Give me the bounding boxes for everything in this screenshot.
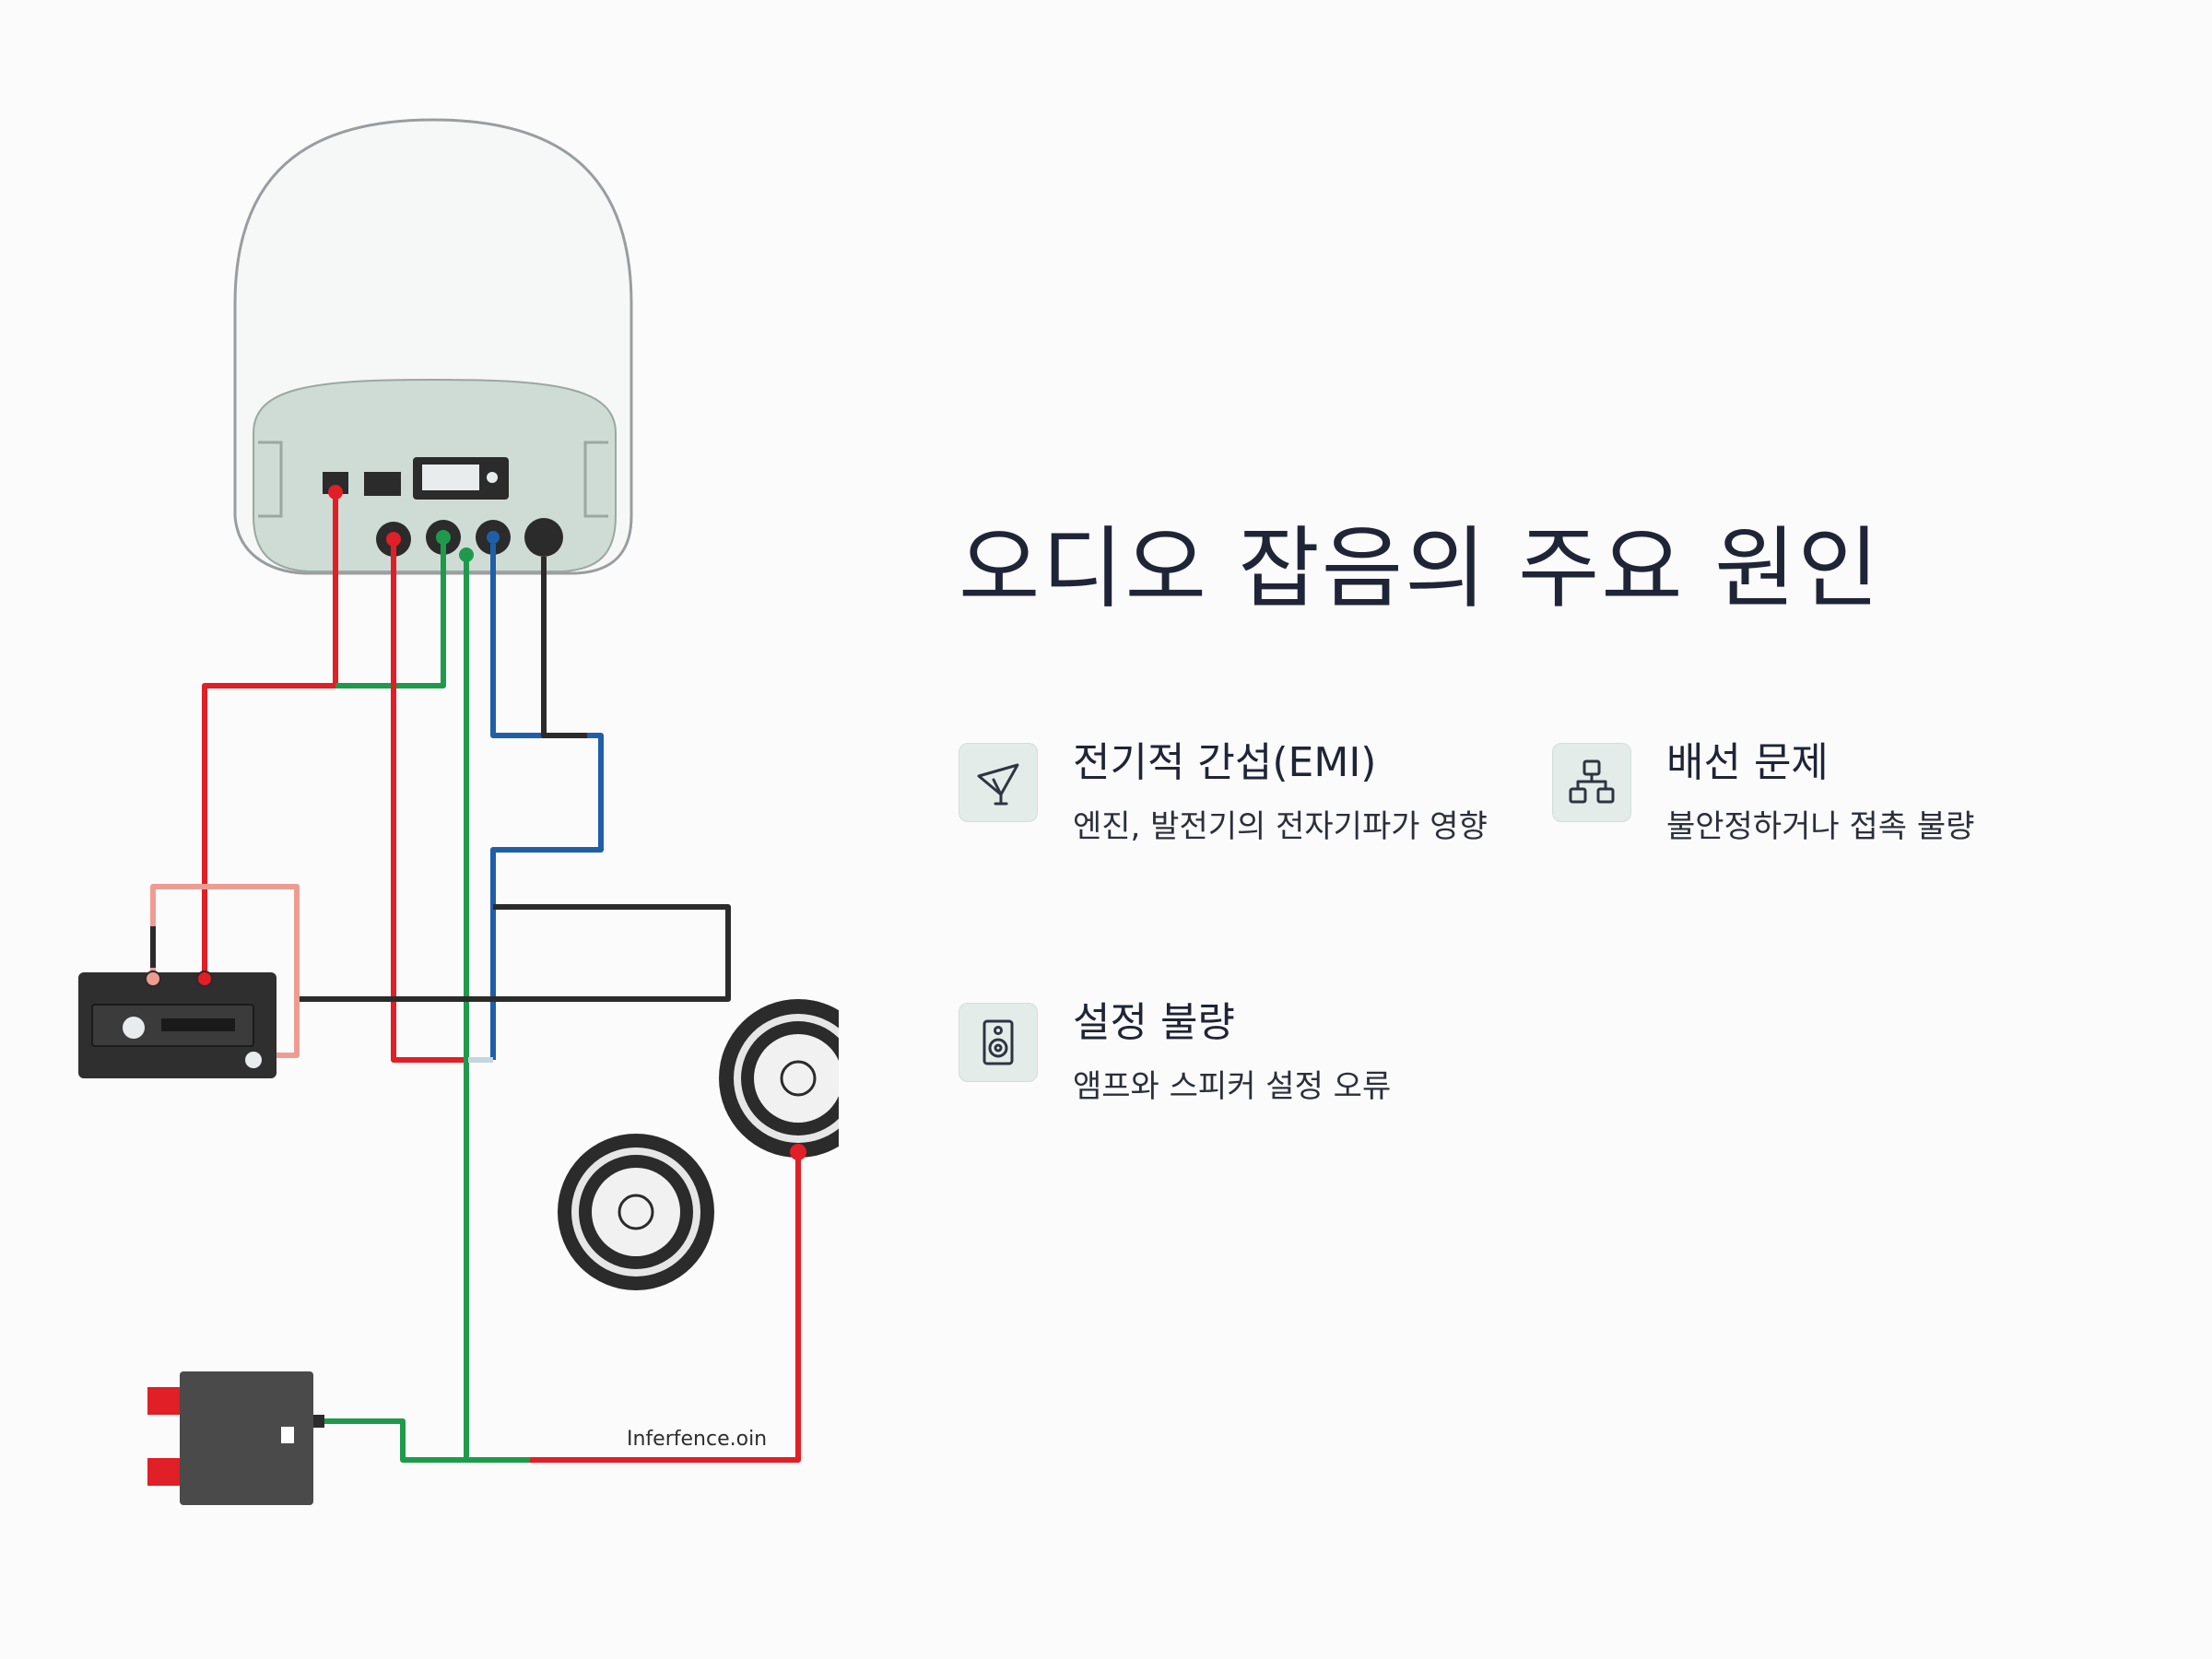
- cause-item-settings-title: 설정 불량: [1073, 999, 1235, 1046]
- head-unit-power-port: [145, 971, 161, 987]
- head-unit-antenna: [150, 926, 156, 968]
- wire-signal: [490, 544, 604, 1060]
- filter-box-plug-bottom: [147, 1458, 180, 1486]
- wire-power-bottom: [530, 1147, 801, 1463]
- page-title: 오디오 잡음의 주요 원인: [959, 517, 1881, 620]
- dash-module: [364, 472, 401, 496]
- content-panel: 오디오 잡음의 주요 원인: [959, 516, 2157, 622]
- head-unit-display: [161, 1018, 235, 1031]
- cause-item-wiring-title: 배선 문제: [1666, 739, 1829, 786]
- antenna-icon: [959, 743, 1038, 822]
- connector-4: [524, 518, 563, 557]
- wire-power-headunit: [202, 492, 338, 979]
- wire-power-branch: [335, 544, 446, 688]
- speaker-icon: [959, 1003, 1038, 1082]
- connector-1-port: [386, 532, 401, 547]
- bracket-left: [258, 441, 283, 518]
- filter-box-led: [281, 1427, 294, 1443]
- bracket-right: [583, 441, 608, 518]
- dash-head-unit-screen: [422, 465, 479, 490]
- speaker-center: [558, 1134, 714, 1290]
- wiring-illustration: Inferfence.oin: [78, 118, 839, 1505]
- head-unit-small-knob: [245, 1052, 262, 1068]
- wire-neutral: [541, 557, 587, 738]
- network-icon: [1552, 743, 1631, 822]
- cause-item-wiring: 배선 문제 불안정하거나 접촉 불량: [1552, 739, 1975, 854]
- cause-item-wiring-description: 불안정하거나 접촉 불량: [1666, 807, 1975, 845]
- connector-2-port: [436, 530, 451, 545]
- speaker-right: [719, 999, 839, 1160]
- cause-item-emi-title: 전기적 간섭(EMI): [1073, 739, 1377, 786]
- cause-item-emi-description: 엔진, 발전기의 전자기파가 영향: [1073, 807, 1488, 845]
- cause-item-settings: 설정 불량 앰프와 스피커 설정 오류: [959, 999, 1392, 1114]
- cause-item-settings-text: 설정 불량 앰프와 스피커 설정 오류: [1073, 999, 1392, 1114]
- filter-box-plug-top: [147, 1387, 180, 1415]
- illustration-watermark: Inferfence.oin: [627, 1428, 767, 1451]
- wire-ground-bottom: [323, 1418, 530, 1463]
- dash-head-unit-knob: [487, 472, 498, 483]
- cause-item-emi-text: 전기적 간섭(EMI) 엔진, 발전기의 전자기파가 영향: [1073, 739, 1506, 854]
- cause-item-wiring-text: 배선 문제 불안정하거나 접촉 불량: [1666, 739, 1975, 854]
- head-unit-knob: [123, 1017, 145, 1039]
- filter-box: [180, 1371, 313, 1505]
- connector-3-port: [487, 531, 500, 544]
- head-unit-input-port: [196, 971, 213, 987]
- wire-power-down: [391, 546, 468, 1063]
- filter-box-cable-stub: [313, 1415, 324, 1428]
- wire-neutral-loop: [295, 904, 731, 1002]
- cause-item-settings-description: 앰프와 스피커 설정 오류: [1073, 1067, 1392, 1105]
- cause-item-emi: 전기적 간섭(EMI) 엔진, 발전기의 전자기파가 영향: [959, 739, 1506, 854]
- wire-pink: [150, 884, 300, 1058]
